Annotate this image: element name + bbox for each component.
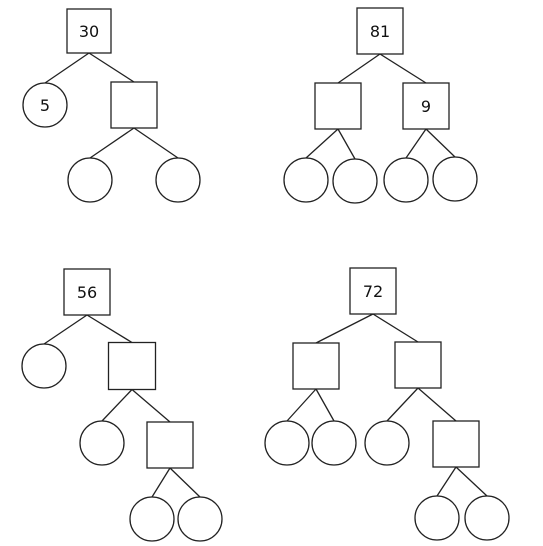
tree-56-node-root-square[interactable]: 56 [63,268,111,316]
tree-81-edge-a-c [305,128,339,159]
tree-56-root-value: 56 [77,283,97,302]
tree-72-edge-root-a [315,313,374,344]
tree-81-edge-b-e [405,128,427,159]
tree-81-f-circle-shape[interactable] [432,156,478,202]
tree-81-c-circle-shape[interactable] [283,157,329,203]
tree-56-node-c-circle[interactable] [79,420,125,466]
tree-81-node-d-circle[interactable] [332,158,378,204]
tree-56-node-d-square[interactable] [146,421,194,469]
tree-56-root-square-shape[interactable] [63,268,111,316]
tree-72-node-b-square[interactable] [394,341,442,389]
tree-72-node-h-circle[interactable] [464,495,510,541]
tree-72-g-circle-shape[interactable] [414,495,460,541]
tree-56-node-a-circle[interactable] [21,343,67,389]
tree-72-edge-root-b [372,313,419,343]
tree-72-node-root-square[interactable]: 72 [349,267,397,315]
tree-56-e-circle-shape[interactable] [129,496,175,542]
tree-30-edge-b-d [133,127,179,159]
tree-72-root-square-shape[interactable] [349,267,397,315]
tree-30-edge-root-a [44,52,90,84]
tree-30-c-circle-shape[interactable] [67,157,113,203]
tree-81-b-value: 9 [421,97,431,116]
tree-72-c-circle-shape[interactable] [264,420,310,466]
tree-56-a-circle-shape[interactable] [21,343,67,389]
tree-56-edge-b-d [131,389,171,423]
tree-56-edge-b-c [101,389,133,422]
tree-81-a-square-shape[interactable] [314,82,362,130]
tree-30-node-b-square[interactable] [110,81,158,129]
tree-72-edge-f-h [455,466,488,497]
tree-72-node-c-circle[interactable] [264,420,310,466]
nodes-layer: 30 5 81 9 56 72 [21,7,510,542]
tree-56-node-e-circle[interactable] [129,496,175,542]
tree-30-root-value: 30 [79,22,99,41]
tree-72-d-circle-shape[interactable] [311,420,357,466]
tree-81-node-e-circle[interactable] [383,157,429,203]
tree-30-a-value: 5 [40,96,50,115]
tree-56-d-square-shape[interactable] [146,421,194,469]
tree-72-e-circle-shape[interactable] [364,420,410,466]
tree-30-edge-root-b [88,52,135,83]
tree-81-node-a-square[interactable] [314,82,362,130]
tree-81-edge-root-a [337,53,381,84]
tree-30-b-square-shape[interactable] [110,81,158,129]
tree-30-edge-b-c [89,127,135,159]
tree-30-a-circle-shape[interactable] [22,82,68,128]
tree-56-edge-root-b [86,314,133,344]
tree-72-edge-a-c [286,388,317,422]
tree-30-d-circle-shape[interactable] [155,157,201,203]
tree-81-node-root-square[interactable]: 81 [356,7,404,55]
tree-81-d-circle-shape[interactable] [332,158,378,204]
tree-81-node-b-square[interactable]: 9 [402,82,450,130]
tree-72-node-e-circle[interactable] [364,420,410,466]
tree-72-edge-a-d [315,388,335,422]
tree-81-e-circle-shape[interactable] [383,157,429,203]
tree-81-root-value: 81 [370,22,390,41]
tree-56-edge-d-e [151,467,171,498]
tree-30-node-d-circle[interactable] [155,157,201,203]
tree-81-root-square-shape[interactable] [356,7,404,55]
tree-56-f-circle-shape[interactable] [177,496,223,542]
tree-81-b-square-shape[interactable] [402,82,450,130]
edges-layer [43,52,488,498]
tree-72-node-a-square[interactable] [292,342,340,390]
tree-56-node-b-square[interactable] [107,341,157,391]
tree-72-edge-b-f [417,387,457,422]
tree-56-c-circle-shape[interactable] [79,420,125,466]
tree-72-h-circle-shape[interactable] [464,495,510,541]
tree-72-edge-f-g [436,466,457,497]
tree-30-node-a-circle[interactable]: 5 [22,82,68,128]
tree-72-node-d-circle[interactable] [311,420,357,466]
tree-56-edge-d-f [169,467,201,498]
tree-81-edge-a-d [337,128,356,160]
tree-30-node-c-circle[interactable] [67,157,113,203]
tree-56-edge-root-a [43,314,88,345]
tree-81-node-c-circle[interactable] [283,157,329,203]
tree-72-root-value: 72 [363,282,383,301]
tree-72-node-f-square[interactable] [432,420,480,468]
tree-56-b-square-shape[interactable] [107,341,157,391]
tree-72-node-g-circle[interactable] [414,495,460,541]
tree-72-edge-b-e [386,387,419,422]
tree-81-edge-b-f [425,128,456,158]
tree-72-f-square-shape[interactable] [432,420,480,468]
tree-30-node-root-square[interactable]: 30 [66,8,112,54]
tree-30-root-square-shape[interactable] [66,8,112,54]
tree-81-node-f-circle[interactable] [432,156,478,202]
tree-72-a-square-shape[interactable] [292,342,340,390]
tree-72-b-square-shape[interactable] [394,341,442,389]
tree-56-node-f-circle[interactable] [177,496,223,542]
tree-81-edge-root-b [379,53,427,84]
